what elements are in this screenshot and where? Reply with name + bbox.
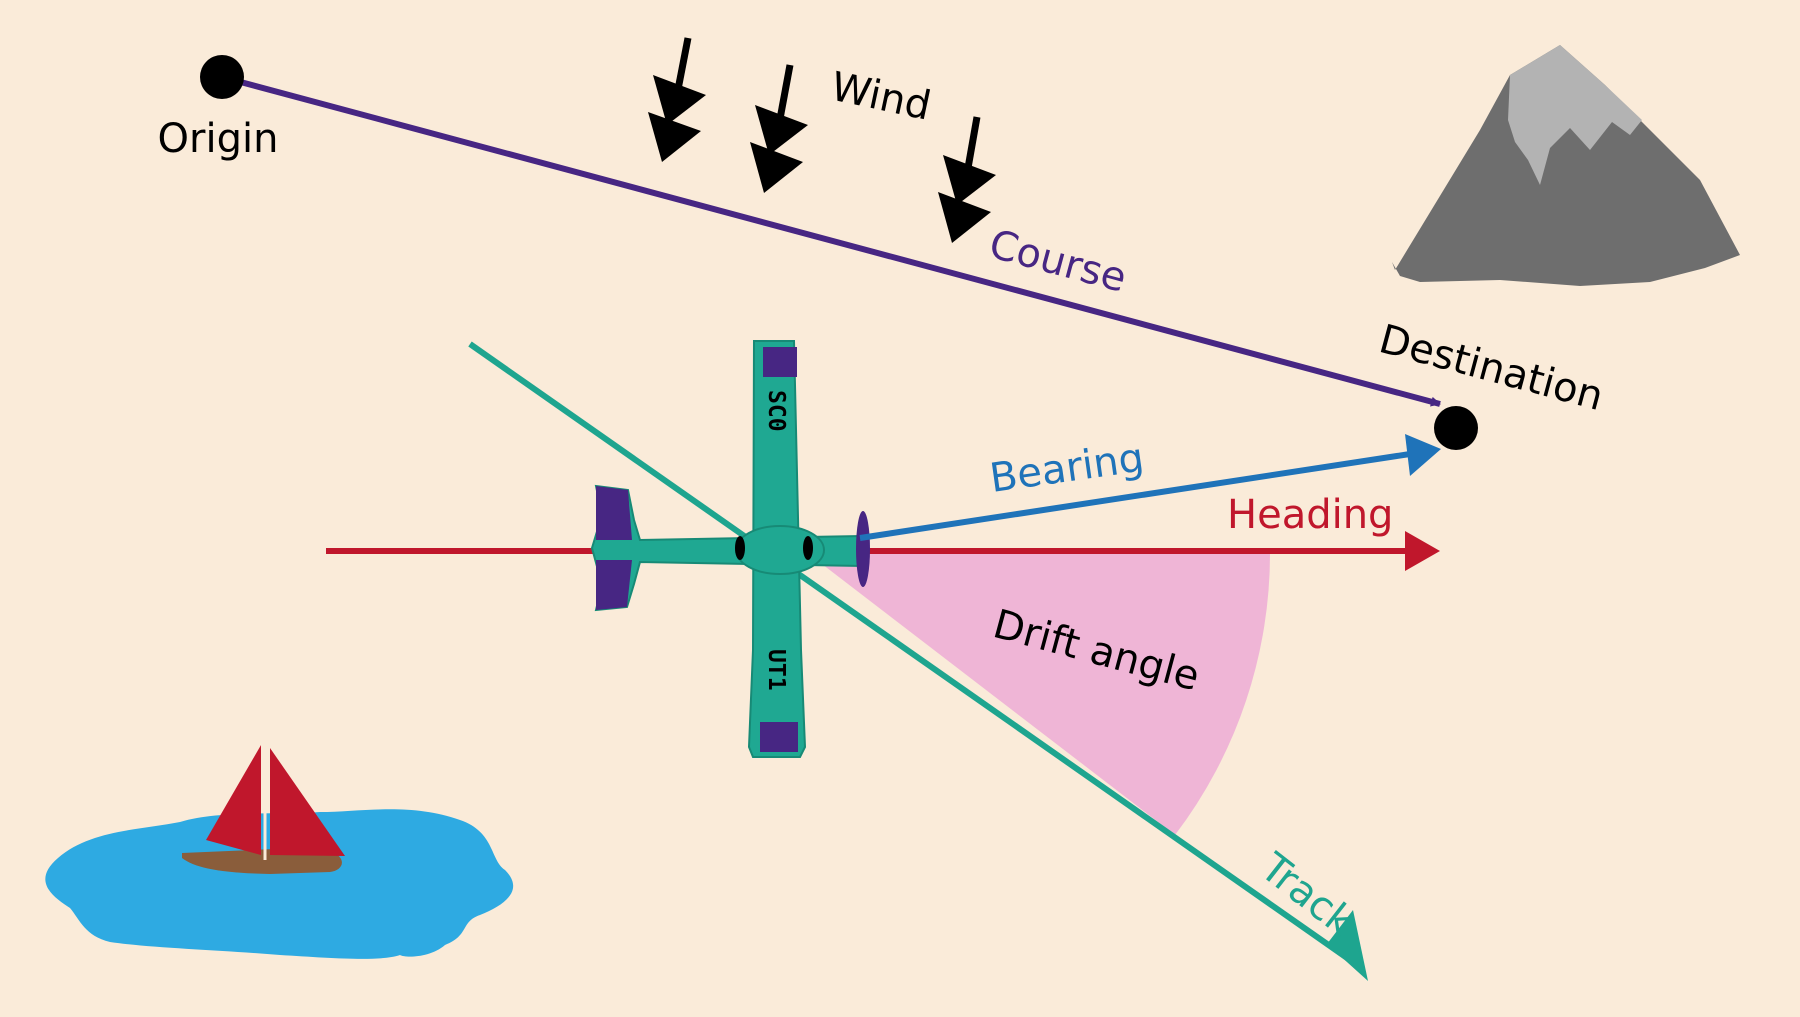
bearing-arrowhead: [1405, 434, 1441, 476]
wind-arrow-icon: [938, 116, 996, 243]
origin-marker-dot: [200, 55, 244, 99]
origin-label: Origin: [158, 116, 279, 162]
wind-arrow-icon: [750, 64, 808, 193]
bearing-line: [859, 451, 1411, 541]
track-line: [468, 341, 1352, 963]
mountain-icon: [1392, 45, 1740, 286]
wing-code-bottom: UT1: [763, 649, 789, 691]
heading-label: Heading: [1227, 492, 1393, 538]
airplane-icon: [590, 340, 870, 758]
course-line: [221, 74, 1441, 407]
sailboat-icon: [182, 745, 345, 874]
bearing-label: Bearing: [987, 435, 1147, 502]
destination-marker-dot: [1434, 406, 1478, 450]
drift-angle-sector: [805, 551, 1271, 835]
wind-label: Wind: [827, 64, 935, 130]
wind-arrow-icon: [648, 37, 706, 162]
track-arrowhead: [1327, 910, 1368, 981]
lake-icon: [45, 809, 514, 959]
wing-code-top: SC0: [763, 390, 789, 432]
heading-arrowhead: [1405, 531, 1440, 571]
destination-label: Destination: [1374, 316, 1608, 420]
